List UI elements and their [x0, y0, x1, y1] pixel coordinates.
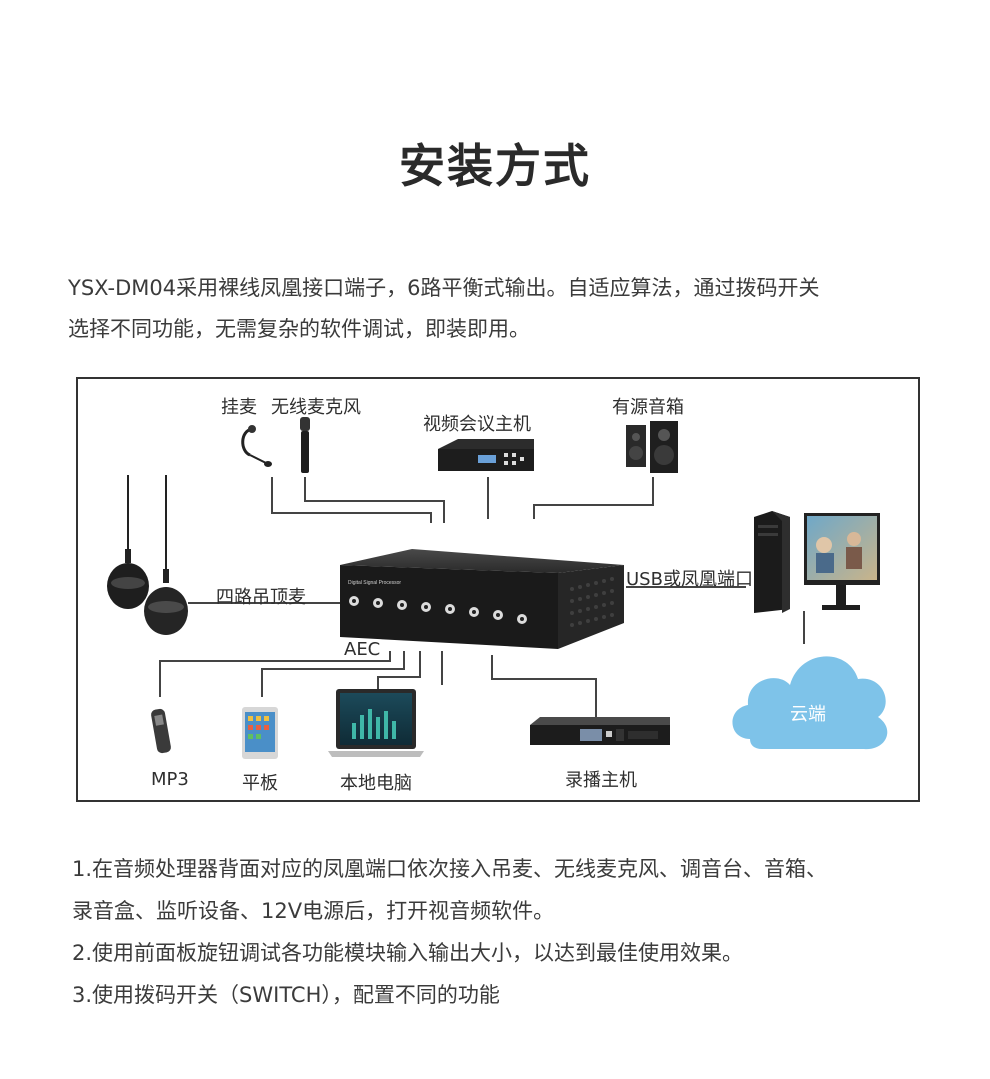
label-cloud: 云端: [790, 704, 826, 725]
page-title: 安装方式: [399, 139, 591, 193]
mp3-player-icon: [151, 708, 171, 754]
laptop-icon: [328, 689, 424, 757]
recorder-host-icon: [530, 717, 670, 745]
line-recorder: [491, 655, 597, 717]
line-tablet: [261, 651, 405, 697]
line-laptop: [377, 651, 421, 689]
install-steps: 1.在音频处理器背面对应的凤凰端口依次接入吊麦、无线麦克风、调音台、音箱、 录音…: [72, 848, 972, 1016]
label-tablet: 平板: [242, 773, 278, 794]
label-aec: AEC: [344, 639, 381, 660]
headset-mic-icon: [241, 425, 272, 467]
label-wireless-mic: 无线麦克风: [271, 397, 361, 418]
tablet-icon: [242, 707, 278, 759]
ceiling-mics-icon: [107, 475, 188, 635]
wireless-mic-icon: [300, 417, 310, 473]
step-2: 2.使用前面板旋钮调试各功能模块输入输出大小，以达到最佳使用效果。: [72, 941, 744, 965]
step-1-line-2: 录音盒、监听设备、12V电源后，打开视音频软件。: [72, 899, 555, 923]
dsp-processor-icon: Digital Signal Processor: [340, 549, 624, 649]
intro-line-2: 选择不同功能，无需复杂的软件调试，即装即用。: [68, 317, 530, 341]
intro-paragraph: YSX-DM04采用裸线凤凰接口端子，6路平衡式输出。自适应算法，通过拨码开关 …: [68, 268, 968, 350]
label-recorder-host: 录播主机: [565, 770, 637, 791]
line-speaker: [533, 477, 654, 519]
diagram-graphics: Digital Signal Processor: [107, 417, 888, 759]
line-aec: [159, 651, 391, 697]
label-usb-phoenix: USB或凤凰端口: [626, 569, 753, 590]
video-conf-host-icon: [438, 439, 534, 471]
label-mp3: MP3: [151, 769, 189, 790]
desktop-pc-icon: [754, 511, 880, 613]
intro-line-1: YSX-DM04采用裸线凤凰接口端子，6路平衡式输出。自适应算法，通过拨码开关: [68, 276, 820, 300]
step-3: 3.使用拨码开关（SWITCH），配置不同的功能: [72, 983, 500, 1007]
line-wireless: [304, 477, 445, 523]
label-local-pc: 本地电脑: [340, 773, 412, 794]
label-ceiling-mics: 四路吊顶麦: [216, 587, 306, 608]
active-speaker-icon: [626, 421, 678, 473]
step-1-line-1: 1.在音频处理器背面对应的凤凰端口依次接入吊麦、无线麦克风、调音台、音箱、: [72, 857, 828, 881]
label-headset-mic: 挂麦: [221, 397, 257, 418]
connection-diagram: Digital Signal Processor: [76, 377, 920, 802]
cloud-icon: [732, 656, 888, 750]
processor-caption: Digital Signal Processor: [348, 580, 401, 586]
line-headset: [271, 477, 432, 523]
label-active-speaker: 有源音箱: [612, 397, 684, 418]
label-video-conf-host: 视频会议主机: [423, 414, 531, 435]
connection-lines: [159, 477, 805, 717]
